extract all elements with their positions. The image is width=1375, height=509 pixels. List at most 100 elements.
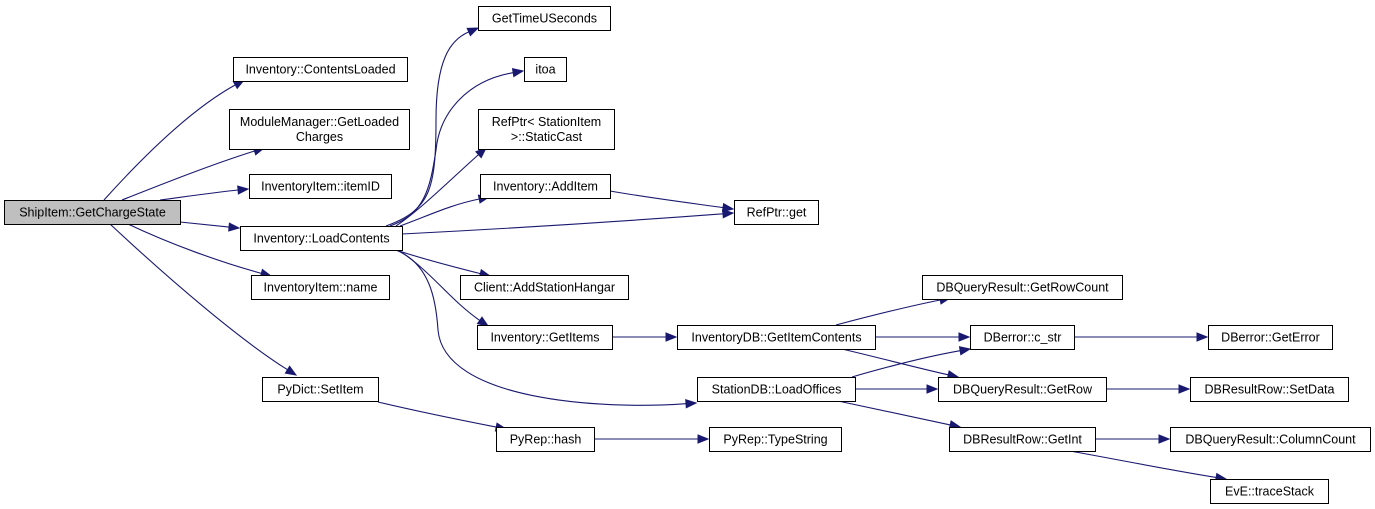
edge-arrowhead bbox=[697, 434, 710, 444]
node-box bbox=[1170, 427, 1371, 452]
edge-arrowhead bbox=[1158, 434, 1171, 444]
node-client-addstationhangar[interactable]: Client::AddStationHangar bbox=[460, 275, 629, 300]
node-box bbox=[4, 200, 181, 225]
node-label: DBResultRow::GetInt bbox=[963, 433, 1082, 447]
edge-line bbox=[389, 72, 514, 227]
edge-inventory_loadcontents-to-inventory_additem bbox=[399, 194, 491, 227]
edge-line bbox=[1069, 450, 1217, 478]
node-label: PyDict::SetItem bbox=[277, 383, 363, 397]
edge-line bbox=[127, 223, 262, 274]
edge-line bbox=[377, 401, 497, 428]
edge-dberror_c_str-to-dberror_geterror bbox=[1073, 332, 1209, 342]
edge-inventory_getitems-to-inventorydb_getitemcontents bbox=[611, 332, 678, 342]
edge-line bbox=[395, 249, 481, 275]
node-label: EvE::traceStack bbox=[1225, 485, 1315, 499]
edge-arrowhead bbox=[685, 398, 698, 409]
node-inventory-additem[interactable]: Inventory::AddItem bbox=[480, 174, 611, 199]
node-dbqueryresult-getrow[interactable]: DBQueryResult::GetRow bbox=[938, 377, 1107, 402]
node-box bbox=[262, 377, 379, 402]
node-pyrep-typestring[interactable]: PyRep::TypeString bbox=[709, 427, 842, 452]
edge-line bbox=[851, 350, 961, 378]
node-dbqueryresult-columncount[interactable]: DBQueryResult::ColumnCount bbox=[1170, 427, 1371, 452]
node-label: DBQueryResult::GetRow bbox=[953, 383, 1093, 397]
node-pydict-setitem[interactable]: PyDict::SetItem bbox=[262, 377, 379, 402]
node-label: itoa bbox=[535, 63, 555, 77]
node-label: PyRep::hash bbox=[510, 433, 582, 447]
edge-arrowhead bbox=[476, 316, 490, 327]
edge-line bbox=[109, 223, 288, 371]
edge-shipitem_getchargestate-to-inventoryitem_itemid bbox=[159, 185, 250, 201]
edge-stationdb_loadoffices-to-dbresultrow_getint bbox=[837, 400, 962, 430]
node-inventoryitem-itemid[interactable]: InventoryItem::itemID bbox=[249, 174, 392, 199]
node-inventoryitem-name[interactable]: InventoryItem::name bbox=[251, 275, 390, 300]
node-label: InventoryDB::GetItemContents bbox=[691, 331, 861, 345]
node-label: DBerror::GetError bbox=[1221, 331, 1320, 345]
node-stationdb-loadoffices[interactable]: StationDB::LoadOffices bbox=[697, 377, 856, 402]
node-box bbox=[477, 325, 613, 350]
edge-arrowhead bbox=[1178, 384, 1191, 394]
edge-shipitem_getchargestate-to-pydict_setitem bbox=[109, 223, 298, 376]
node-dberror-geterror[interactable]: DBerror::GetError bbox=[1208, 325, 1333, 350]
edge-dbqueryresult_getrow-to-dbresultrow_setdata bbox=[1106, 384, 1191, 394]
edge-stationdb_loadoffices-to-dbqueryresult_getrow bbox=[855, 384, 939, 394]
node-dbresultrow-setdata[interactable]: DBResultRow::SetData bbox=[1190, 377, 1349, 402]
edge-inventory_additem-to-refptr_get bbox=[609, 190, 735, 213]
node-label: DBQueryResult::GetRowCount bbox=[936, 281, 1109, 295]
node-box bbox=[460, 275, 629, 300]
edge-inventory_loadcontents-to-refptr_get bbox=[401, 209, 735, 235]
node-label: Inventory::LoadContents bbox=[253, 232, 389, 246]
node-box bbox=[229, 109, 410, 150]
node-dberror-c-str[interactable]: DBerror::c_str bbox=[970, 325, 1075, 350]
edge-dbresultrow_getint-to-dbqueryresult_columncount bbox=[1095, 434, 1171, 444]
node-box bbox=[496, 427, 595, 452]
node-dbqueryresult-getrowcount[interactable]: DBQueryResult::GetRowCount bbox=[922, 275, 1123, 300]
node-inventory-contentsloaded[interactable]: Inventory::ContentsLoaded bbox=[233, 57, 408, 82]
edge-line bbox=[835, 299, 941, 326]
node-box bbox=[1208, 325, 1333, 350]
node-shipitem-getchargestate[interactable]: ShipItem::GetChargeState bbox=[4, 200, 181, 225]
node-label: RefPtr::get bbox=[747, 206, 807, 220]
node-inventory-getitems[interactable]: Inventory::GetItems bbox=[477, 325, 613, 350]
call-edges bbox=[103, 27, 1228, 483]
node-label: GetTimeUSeconds bbox=[492, 12, 597, 26]
edge-arrowhead bbox=[722, 209, 735, 219]
node-box bbox=[233, 57, 408, 82]
edge-line bbox=[179, 221, 230, 228]
node-inventory-loadcontents[interactable]: Inventory::LoadContents bbox=[240, 226, 403, 251]
node-box bbox=[734, 200, 819, 225]
node-refptr-get[interactable]: RefPtr::get bbox=[734, 200, 819, 225]
node-label: InventoryItem::name bbox=[264, 281, 378, 295]
node-label: DBerror::c_str bbox=[984, 331, 1062, 345]
edge-inventory_loadcontents-to-client_addstationhangar bbox=[395, 249, 492, 279]
node-box bbox=[1190, 377, 1349, 402]
edge-shipitem_getchargestate-to-inventory_loadcontents bbox=[179, 221, 241, 232]
node-refptr-staticcast[interactable]: RefPtr< StationItem >::StaticCast bbox=[478, 109, 615, 150]
node-eve-tracestack[interactable]: EvE::traceStack bbox=[1210, 479, 1329, 504]
node-dbresultrow-getint[interactable]: DBResultRow::GetInt bbox=[949, 427, 1096, 452]
node-box bbox=[524, 57, 567, 82]
node-box bbox=[949, 427, 1096, 452]
node-label: Inventory::GetItems bbox=[490, 331, 599, 345]
edge-line bbox=[401, 213, 724, 235]
edge-arrowhead bbox=[721, 202, 735, 213]
edge-line bbox=[395, 249, 687, 406]
node-gettimeuseconds[interactable]: GetTimeUSeconds bbox=[478, 6, 611, 31]
node-box bbox=[478, 6, 611, 31]
node-itoa[interactable]: itoa bbox=[524, 57, 567, 82]
node-pyrep-hash[interactable]: PyRep::hash bbox=[496, 427, 595, 452]
edge-stationdb_loadoffices-to-dberror_c_str bbox=[851, 346, 972, 378]
edge-arrowhead bbox=[958, 332, 971, 342]
edge-arrowhead bbox=[926, 384, 939, 394]
edge-inventory_loadcontents-to-itoa bbox=[389, 68, 525, 227]
node-label: ModuleManager::GetLoaded bbox=[240, 115, 399, 129]
node-label: Client::AddStationHangar bbox=[474, 281, 615, 295]
node-box bbox=[697, 377, 856, 402]
edge-line bbox=[609, 190, 724, 209]
node-inventorydb-getitemcontents[interactable]: InventoryDB::GetItemContents bbox=[677, 325, 876, 350]
edge-arrowhead bbox=[511, 68, 525, 78]
node-label: StationDB::LoadOffices bbox=[712, 383, 842, 397]
node-box bbox=[251, 275, 390, 300]
edge-arrowhead bbox=[665, 332, 678, 342]
